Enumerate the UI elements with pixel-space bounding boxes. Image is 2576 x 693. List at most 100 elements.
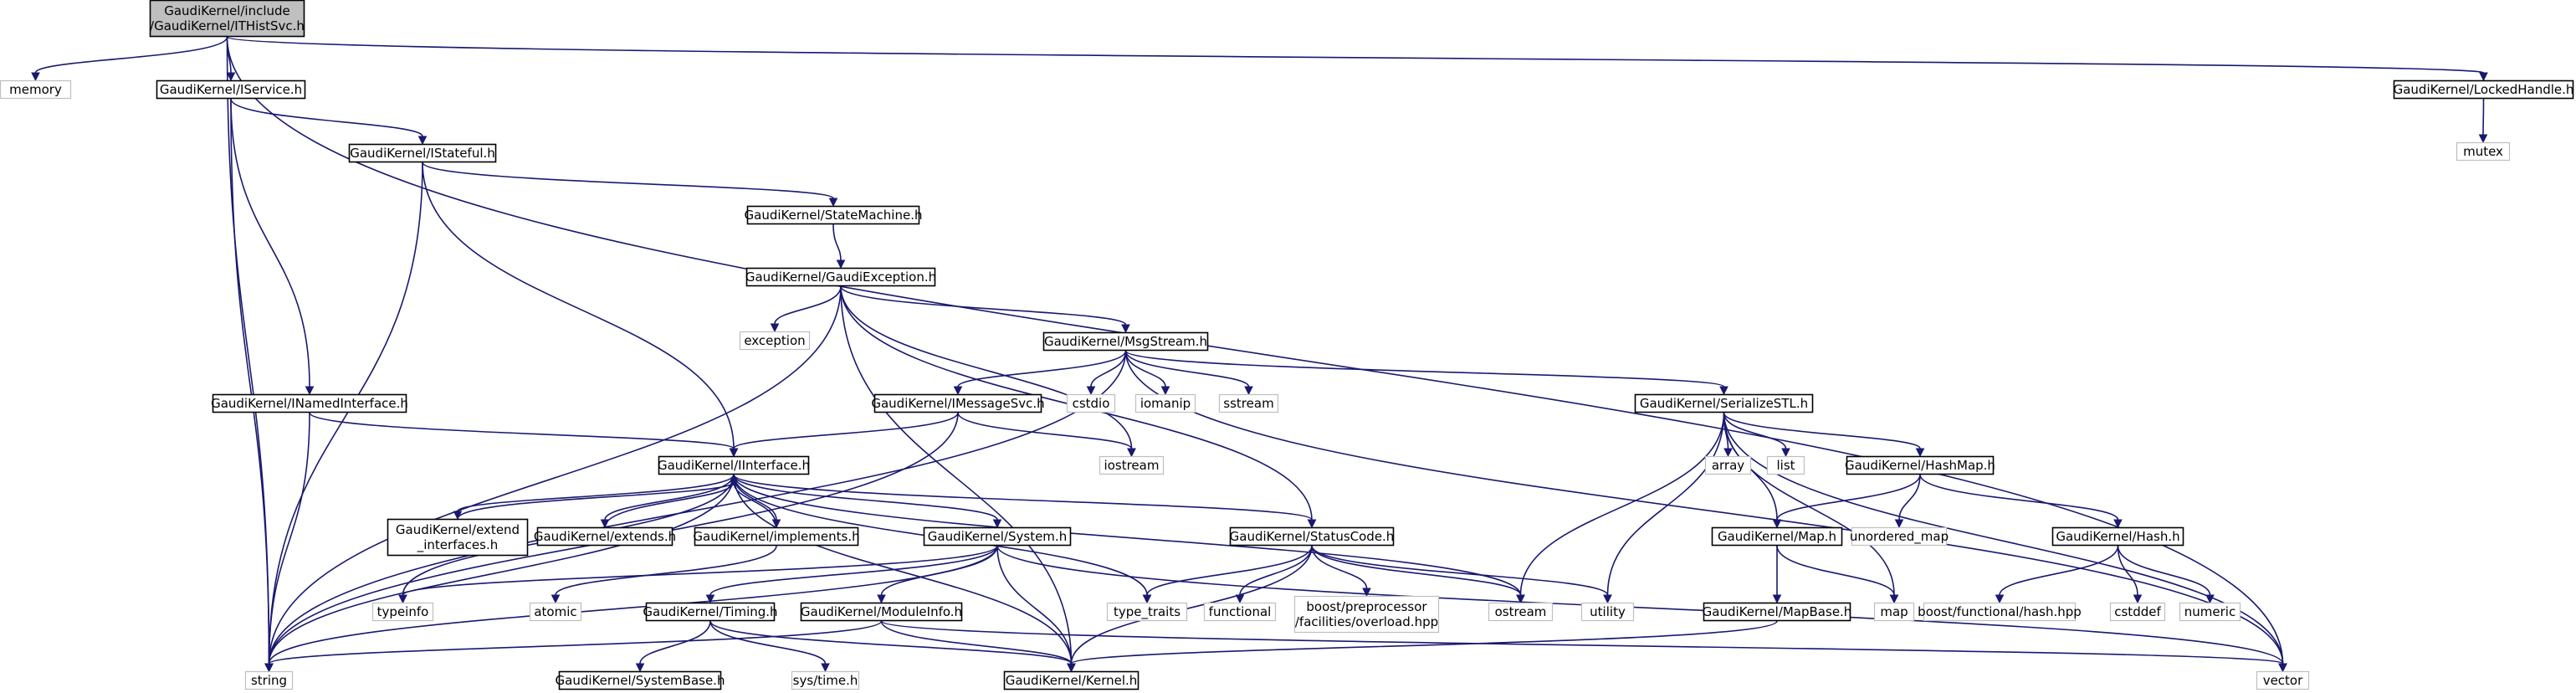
node-statemachine[interactable]: GaudiKernel/StateMachine.h [745,205,923,225]
node-lockedhandle[interactable]: GaudiKernel/LockedHandle.h [2394,80,2574,100]
edge-mapbase-to-kernel [1067,620,1778,673]
node-extends[interactable]: GaudiKernel/extends.h [534,526,676,547]
node-label-boosthash: boost/functional/hash.hpp [1918,604,2082,619]
edge-timing-to-systime [709,620,830,673]
node-label-cstdio: cstdio [1073,396,1110,411]
node-msgstream[interactable]: GaudiKernel/MsgStream.h [1042,331,1209,352]
node-label-sstream: sstream [1223,396,1273,411]
node-iservice[interactable]: GaudiKernel/IService.h [156,80,306,100]
node-label-mapbase: GaudiKernel/MapBase.h [1703,604,1852,619]
node-map_h[interactable]: GaudiKernel/Map.h [1711,526,1843,547]
node-label-gaudiexception: GaudiKernel/GaudiException.h [745,270,936,285]
node-iostream: iostream [1099,455,1165,475]
node-label-hashmap: GaudiKernel/HashMap.h [1845,458,1995,473]
node-mutex: mutex [2456,141,2511,162]
edge-serializestl-to-list [1723,412,1790,458]
edge-serializestl-to-utility [1603,412,1725,604]
node-iomanip: iomanip [1134,393,1196,413]
edge-hashmap-to-unordered_map [1894,474,1921,529]
node-list: list [1766,455,1805,475]
edge-hashmap-to-hash_h [1919,474,2123,529]
edge-gaudiexception-to-msgstream [840,285,1130,334]
node-label-exception: exception [744,333,805,348]
edge-root-to-vector [226,36,2287,673]
node-exception: exception [739,331,811,351]
node-inamedinterface[interactable]: GaudiKernel/INamedInterface.h [211,393,408,413]
node-hashmap[interactable]: GaudiKernel/HashMap.h [1845,455,1995,475]
node-label-list: list [1776,458,1795,473]
edge-map_h-to-mapbase [1772,546,1782,604]
node-label-unordered_map: unordered_map [1850,529,1949,545]
node-label-implements: GaudiKernel/implements.h [693,529,859,544]
node-array: array [1704,455,1752,475]
node-label-timing: GaudiKernel/Timing.h [643,604,777,619]
node-boosthash: boost/functional/hash.hpp [1918,602,2082,622]
node-label-boostpp: boost/preprocessor [1306,599,1427,614]
edge-system-to-typeinfo [398,545,998,604]
edge-hash_h-to-cstddef [2117,545,2143,604]
node-iinterface[interactable]: GaudiKernel/IInterface.h [658,455,810,475]
node-moduleinfo[interactable]: GaudiKernel/ModuleInfo.h [800,602,963,622]
node-label-map_h: GaudiKernel/Map.h [1718,529,1836,544]
edge-root-to-lockedhandle [226,36,2488,82]
node-memory: memory [0,80,72,100]
node-implements[interactable]: GaudiKernel/implements.h [693,526,860,547]
node-unordered_map: unordered_map [1850,526,1949,547]
edge-iservice-to-inamedinterface [230,98,315,396]
node-serializestl[interactable]: GaudiKernel/SerializeSTL.h [1634,393,1814,413]
node-istateful[interactable]: GaudiKernel/IStateful.h [348,143,497,163]
edge-imessagesvc-to-iinterface [729,412,959,458]
node-label-extendif: GaudiKernel/extend [396,522,520,537]
node-timing[interactable]: GaudiKernel/Timing.h [643,602,778,622]
node-kernel[interactable]: GaudiKernel/Kernel.h [1003,670,1139,690]
node-vector: vector [2256,670,2310,690]
node-label-moduleinfo: GaudiKernel/ModuleInfo.h [801,604,962,619]
node-label-functional: functional [1209,604,1272,619]
edge-moduleinfo-to-string [264,620,883,673]
edge-iinterface-to-kernel [733,474,1076,673]
node-label-systime: sys/time.h [793,673,858,688]
node-extendif[interactable]: GaudiKernel/extend_interfaces.h [387,518,529,557]
node-label-cstddef: cstddef [2114,604,2161,619]
edge-msgstream-to-sstream [1124,350,1253,396]
node-label-statemachine: GaudiKernel/StateMachine.h [745,208,923,223]
node-mapbase[interactable]: GaudiKernel/MapBase.h [1703,602,1852,622]
edge-iinterface-to-statuscode [733,474,1317,529]
node-label-inamedinterface: GaudiKernel/INamedInterface.h [211,396,408,411]
edge-hashmap-to-map_h [1772,474,1921,529]
node-label-typeinfo: typeinfo [377,604,429,619]
edge-root-to-string [226,36,274,673]
edge-statuscode-to-ostream [1311,545,1525,604]
edge-statuscode-to-boostpp [1311,545,1371,598]
node-label-systembase: GaudiKernel/SystemBase.h [556,673,725,688]
node-label-msgstream: GaudiKernel/MsgStream.h [1044,334,1207,349]
node-label-imessagesvc: GaudiKernel/IMessageSvc.h [871,396,1044,411]
edge-msgstream-to-imessagesvc [953,350,1127,396]
node-utility: utility [1580,602,1635,622]
node-label-iostream: iostream [1104,458,1160,473]
dependency-edges [31,36,2488,673]
edge-lockedhandle-to-mutex [2478,98,2488,144]
node-imessagesvc[interactable]: GaudiKernel/IMessageSvc.h [871,393,1045,413]
node-label-memory: memory [9,82,62,97]
node-label-mutex: mutex [2463,144,2503,159]
node-label-extendif: _interfaces.h [417,537,499,553]
edge-root-to-memory [31,36,228,82]
edge-istateful-to-statemachine [422,162,838,208]
node-root[interactable]: GaudiKernel/include/GaudiKernel/ITHistSv… [149,0,305,38]
node-hash_h[interactable]: GaudiKernel/Hash.h [2051,526,2184,547]
edge-istateful-to-iinterface [422,162,739,458]
node-statuscode[interactable]: GaudiKernel/StatusCode.h [1230,526,1395,547]
edge-iservice-to-istateful [230,98,428,146]
node-label-iinterface: GaudiKernel/IInterface.h [658,458,810,473]
node-boostpp: boost/preprocessor/facilities/overload.h… [1293,595,1440,634]
edge-serializestl-to-ostream [1516,412,1725,604]
node-systembase[interactable]: GaudiKernel/SystemBase.h [556,670,725,690]
edge-hash_h-to-boosthash [1995,545,2119,604]
node-gaudiexception[interactable]: GaudiKernel/GaudiException.h [745,267,936,287]
node-system[interactable]: GaudiKernel/System.h [923,526,1072,547]
node-label-boostpp: /facilities/overload.hpp [1295,614,1438,629]
node-label-type_traits: type_traits [1114,604,1180,620]
